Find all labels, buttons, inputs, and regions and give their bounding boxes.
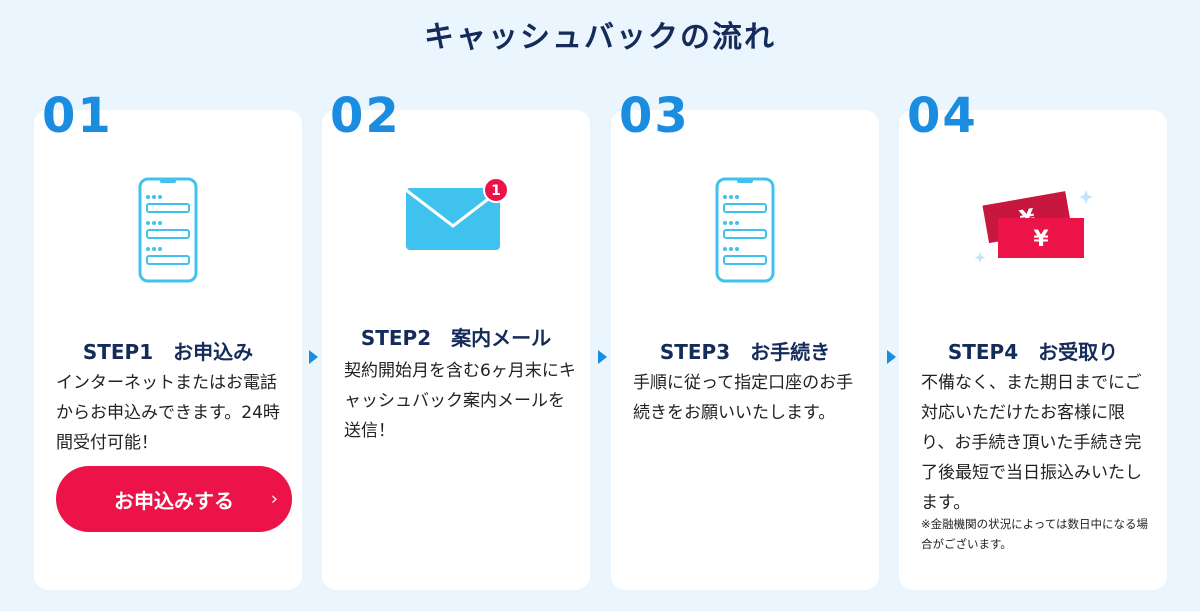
step-arrow-icon bbox=[887, 350, 896, 364]
step-title: STEP1 お申込み bbox=[82, 340, 254, 364]
mail-notification-icon: 1 bbox=[322, 176, 590, 256]
apply-button-label: お申込みする bbox=[114, 488, 234, 513]
yen-symbol: ¥ bbox=[1033, 227, 1049, 252]
step-title: STEP4 お受取り bbox=[947, 340, 1119, 364]
apply-button[interactable]: お申込みする › bbox=[56, 466, 292, 532]
step-arrow-icon bbox=[309, 350, 318, 364]
smartphone-form-icon bbox=[34, 176, 302, 284]
step-description: 契約開始月を含む6ヶ月末にキャッシュバック案内メールを送信！ bbox=[344, 361, 576, 441]
step-card-4: 04 ¥ ¥ STEP4 お受取り 不備なく、また期日までにご対応いただけたお客… bbox=[899, 92, 1167, 590]
chevron-right-icon: › bbox=[270, 488, 278, 510]
step-description: 手順に従って指定口座のお手続きをお願いいたします。 bbox=[633, 373, 854, 423]
step-number: 04 bbox=[907, 88, 978, 144]
step-number: 03 bbox=[619, 88, 690, 144]
page-title: キャッシュバックの流れ bbox=[424, 20, 776, 55]
step-arrow-icon bbox=[598, 350, 607, 364]
step-description: インターネットまたはお電話からお申込みできます。24時間受付可能！ bbox=[56, 373, 280, 453]
step-note: ※金融機関の状況によっては数日中になる場合がございます。 bbox=[921, 517, 1148, 551]
step-description: 不備なく、また期日までにご対応いただけたお客様に限り、お手続き頂いた手続き完了後… bbox=[921, 373, 1142, 513]
yen-bills-icon: ¥ ¥ bbox=[899, 186, 1167, 270]
step-number: 02 bbox=[330, 88, 401, 144]
step-title: STEP2 案内メール bbox=[360, 326, 552, 350]
notification-badge: 1 bbox=[491, 183, 501, 199]
step-card-3: 03 STEP3 お手続き 手順に従って指定口座のお手続きをお願いいたします。 bbox=[611, 92, 879, 590]
step-card-1: 01 STEP1 お申込み インターネットまたはお電話からお申込みできます。24… bbox=[34, 92, 302, 590]
step-card-2: 02 1 STEP2 案内メール 契約開始月を含む6ヶ月末にキャッシュバック案内… bbox=[322, 92, 590, 590]
step-number: 01 bbox=[42, 88, 113, 144]
step-title: STEP3 お手続き bbox=[659, 340, 831, 364]
smartphone-form-icon bbox=[611, 176, 879, 284]
